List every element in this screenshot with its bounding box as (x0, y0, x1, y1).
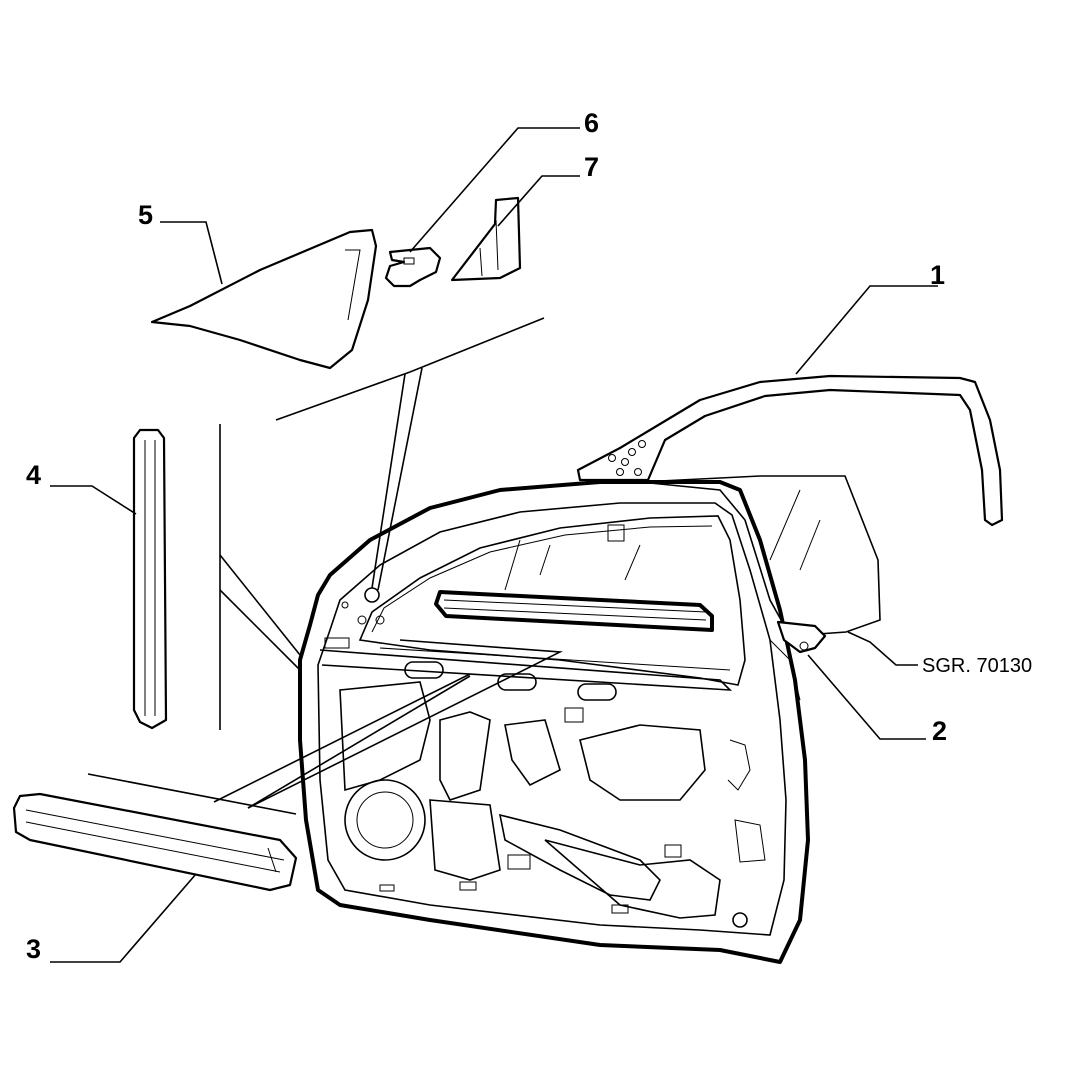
callout-2: 2 (932, 716, 947, 746)
callout-6: 6 (584, 108, 599, 138)
callout-7: 7 (584, 152, 599, 182)
clip-part (776, 620, 827, 654)
callout-3: 3 (26, 934, 41, 964)
leader-lines (50, 127, 938, 963)
upper-frame-seal (576, 374, 1004, 527)
vertical-seal (132, 428, 168, 730)
outer-belt-seal (12, 792, 298, 892)
reference-code: SGR. 70130 (922, 655, 1032, 677)
callout-labels: 1 2 3 4 5 6 7 SGR. 70130 (26, 108, 1032, 964)
insert-part (450, 196, 522, 282)
door-panel (298, 475, 881, 964)
callout-4: 4 (26, 460, 41, 490)
callout-1: 1 (930, 260, 945, 290)
guide-lines (87, 317, 563, 815)
callout-5: 5 (138, 200, 153, 230)
quarter-glass (150, 228, 378, 370)
bracket-part (384, 246, 442, 288)
